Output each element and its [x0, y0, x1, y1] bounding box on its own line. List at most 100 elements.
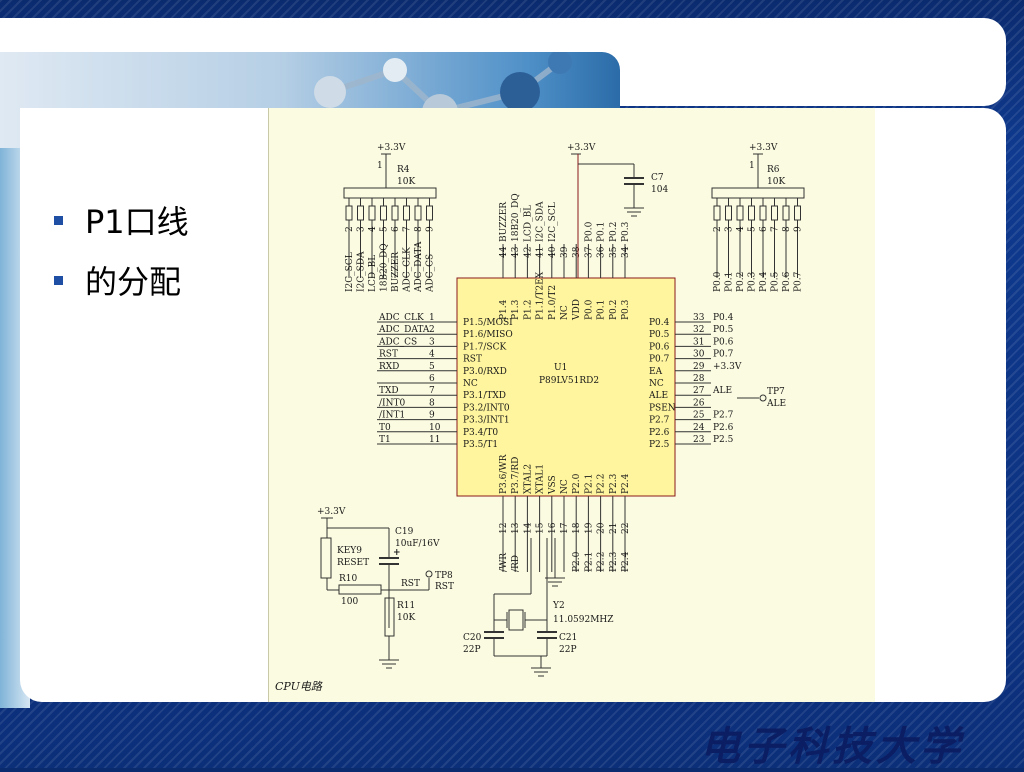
pin-name: P3.3/INT1 — [463, 416, 510, 426]
pin-number: 7 — [771, 226, 781, 232]
bullet-square-icon — [54, 215, 63, 225]
chip-part: P89LV51RD2 — [539, 376, 599, 386]
net-label: 18B20_DQ — [380, 243, 390, 292]
bullet-item: 的分配 — [54, 250, 189, 310]
pin-number: 8 — [429, 398, 435, 408]
pin-name: P0.3 — [621, 299, 631, 320]
university-logo-text: 电子科技大学 — [700, 723, 964, 770]
c7-value: 104 — [651, 185, 668, 195]
rnet-element — [414, 205, 422, 221]
bottom-pin-group: 12P3.6/WR/WR13P3.7/RD/RD14XTAL215XTAL116… — [499, 454, 631, 572]
pin-name: P1.4 — [499, 299, 509, 320]
c7-capacitor: +3.3V C7 104 — [567, 143, 668, 278]
net-label: I2C_SDA — [536, 201, 546, 242]
net-label: LCD_BL — [523, 205, 533, 242]
c20-ref: C20 — [463, 633, 482, 643]
pin-number: 2 — [345, 226, 355, 232]
tp8-ref: TP8 — [435, 571, 453, 581]
key-ref: KEY9 — [337, 546, 362, 556]
pin-number: 18 — [572, 522, 582, 534]
pin-number: 21 — [609, 523, 619, 534]
net-label: P0.7 — [794, 271, 804, 292]
pin-name: P0.4 — [649, 318, 670, 328]
rnet-element — [759, 205, 767, 221]
pin-number: 10 — [429, 423, 441, 433]
pin-name: P1.0/T2 — [548, 285, 558, 320]
r4-pin1: 1 — [377, 161, 383, 171]
pin-name: NC — [560, 305, 570, 320]
net-label: P0.3 — [621, 221, 631, 242]
r6-ref: R6 — [767, 165, 780, 175]
r6-resistor-network: +3.3V 1 R6 10K 2P0.03P0.14P0.25P0.36P0.4… — [711, 143, 805, 292]
pin-number: 2 — [429, 325, 435, 335]
r4-power: +3.3V — [377, 143, 406, 153]
net-label: P0.5 — [771, 271, 781, 292]
tp8-net: RST — [435, 582, 454, 592]
pin-number: 35 — [609, 246, 619, 258]
net-label: ADC_DATA — [378, 325, 430, 335]
pin-number: 36 — [597, 246, 607, 258]
net-label: I2C_SCL — [548, 202, 558, 242]
rnet-element — [725, 205, 732, 221]
rnet-element — [345, 205, 353, 221]
r4-ref: R4 — [397, 165, 410, 175]
net-label: P2.2 — [597, 552, 607, 572]
pin-name: XTAL1 — [536, 464, 546, 494]
pin-name: P2.6 — [649, 428, 670, 438]
pin-number: 41 — [536, 247, 546, 258]
pin-name: P2.4 — [621, 473, 631, 494]
pin-name: P3.0/RXD — [463, 367, 507, 377]
chip-body — [456, 277, 676, 497]
pin-name: P0.7 — [649, 355, 670, 365]
net-label: I2C_SDA — [357, 251, 367, 292]
pin-name: NC — [649, 379, 664, 389]
net-label: /INT0 — [379, 398, 405, 408]
net-label: T0 — [379, 423, 391, 433]
pin-name: RST — [463, 355, 482, 365]
tp7-net: ALE — [766, 399, 786, 409]
net-label: P2.0 — [572, 551, 582, 572]
pin-name: P2.3 — [609, 473, 619, 494]
pin-number: 5 — [429, 362, 435, 372]
rnet-element — [426, 205, 433, 221]
rnet-element — [794, 205, 801, 221]
pin-number: 7 — [429, 386, 435, 396]
reset-power: +3.3V — [317, 507, 346, 517]
net-label: P0.0 — [584, 221, 594, 242]
top-pin-group: 44P1.4BUZZER43P1.318B20_DQ42P1.2LCD_BL41… — [499, 193, 631, 321]
c19-ref: C19 — [395, 527, 414, 537]
pin-name: XTAL2 — [523, 464, 533, 494]
r11-ref: R11 — [397, 601, 415, 611]
net-label: /RD — [511, 555, 521, 572]
pin-number: 9 — [794, 226, 804, 232]
rnet-element — [771, 205, 778, 221]
rnet-element — [357, 205, 364, 221]
pin-number: 9 — [426, 226, 436, 232]
net-label: RXD — [379, 362, 399, 372]
c21-value: 22P — [559, 645, 577, 655]
net-label: ADC_CLK — [403, 247, 413, 293]
pin-number: 31 — [693, 337, 704, 347]
pin-number: 30 — [693, 350, 705, 360]
r10-ref: R10 — [339, 574, 358, 584]
pin-name: P1.6/MISO — [463, 330, 513, 340]
pin-name: P2.0 — [572, 473, 582, 494]
bullet-list: P1口线 的分配 — [54, 190, 189, 310]
pin-name: P2.5 — [649, 440, 670, 450]
r4-value: 10K — [397, 177, 415, 187]
pin-number: 20 — [597, 522, 607, 534]
rnet-element — [782, 205, 790, 221]
bullet-text: 的分配 — [85, 263, 182, 301]
pin-number: 4 — [368, 226, 378, 232]
pin-number: 33 — [693, 313, 705, 323]
pin-number: 38 — [572, 246, 582, 258]
r6-power: +3.3V — [749, 143, 778, 153]
pin-number: 3 — [357, 226, 367, 232]
pin-name: PSEN — [649, 403, 676, 413]
c20-value: 22P — [463, 645, 481, 655]
c21-ref: C21 — [559, 633, 577, 643]
net-label: P2.6 — [713, 423, 734, 433]
net-label: P0.4 — [713, 313, 734, 323]
net-label: P0.6 — [782, 271, 792, 292]
